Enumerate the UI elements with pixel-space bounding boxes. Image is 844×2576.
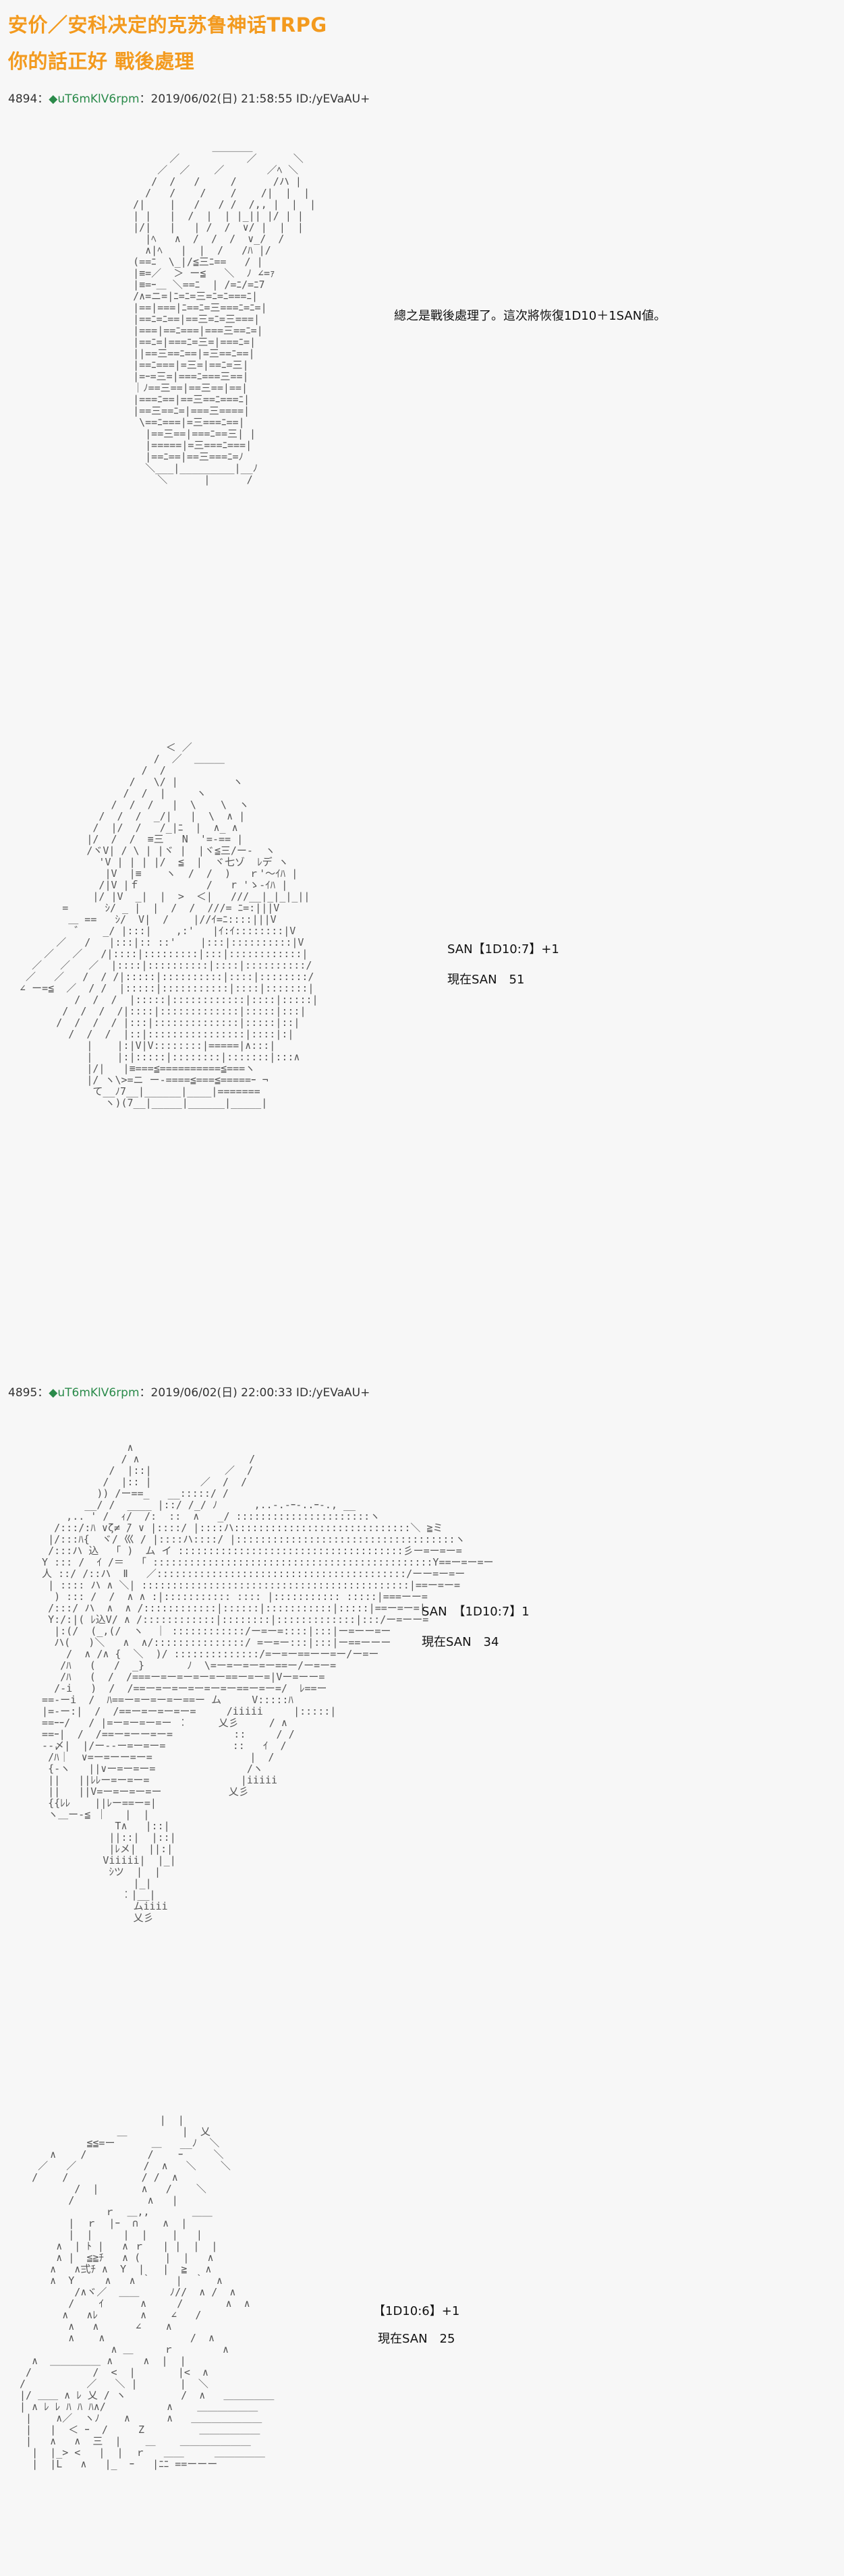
post-number[interactable]: 4895 [8, 1386, 38, 1400]
post-header-4895: 4895：◆uT6mKlV6rpm：2019/06/02(日) 22:00:33… [8, 1383, 370, 1400]
san-current-2: 現在SAN 34 [422, 1635, 499, 1649]
post-number[interactable]: 4894 [8, 92, 38, 106]
narration-text: 總之是戰後處理了。這次將恢復1D10＋1SAN値。 [394, 309, 667, 323]
poster-name[interactable]: ◆uT6mKlV6rpm [49, 92, 140, 106]
san-roll-2: SAN 【1D10:7】1 [422, 1605, 530, 1619]
post-meta: ：2019/06/02(日) 21:58:55 ID:/yEVaAU+ [139, 92, 370, 106]
post-separator: ： [37, 92, 49, 106]
thread-subtitle: 你的話正好 戰後處理 [8, 50, 195, 73]
post-meta: ：2019/06/02(日) 22:00:33 ID:/yEVaAU+ [139, 1386, 370, 1400]
ascii-art-2: ＜ ／ / ／ ＿＿＿ / / / \/ | ヽ / / | ヽ / / / |… [20, 741, 318, 1109]
san-roll-3: 【1D10:6】+1 [373, 2304, 460, 2318]
post-separator: ： [37, 1386, 49, 1400]
post-header-4894: 4894：◆uT6mKlV6rpm：2019/06/02(日) 21:58:55… [8, 89, 370, 106]
poster-name[interactable]: ◆uT6mKlV6rpm [49, 1386, 140, 1400]
san-current-3: 現在SAN 25 [378, 2332, 455, 2346]
ascii-art-4: | | ＿ | 乂 ≦≦=ー ＿ __ﾉ ＼ ∧ / / ｰ ＼ ／ ／ / ∧… [20, 2114, 275, 2470]
ascii-art-1: ＿＿＿＿ ／ ／ ＼ ／ ／ ／ ／ﾍ ＼ / / / / /ハ | / / /… [133, 141, 316, 486]
thread-title: 安价／安科决定的克苏鲁神话TRPG [8, 13, 327, 36]
ascii-art-3: ∧ / ∧ / / |::| ／ / / |:: | ／ / / )) /ー==… [42, 1441, 494, 1924]
san-roll-1: SAN【1D10:7】+1 [447, 942, 559, 956]
san-current-1: 現在SAN 51 [447, 973, 525, 987]
